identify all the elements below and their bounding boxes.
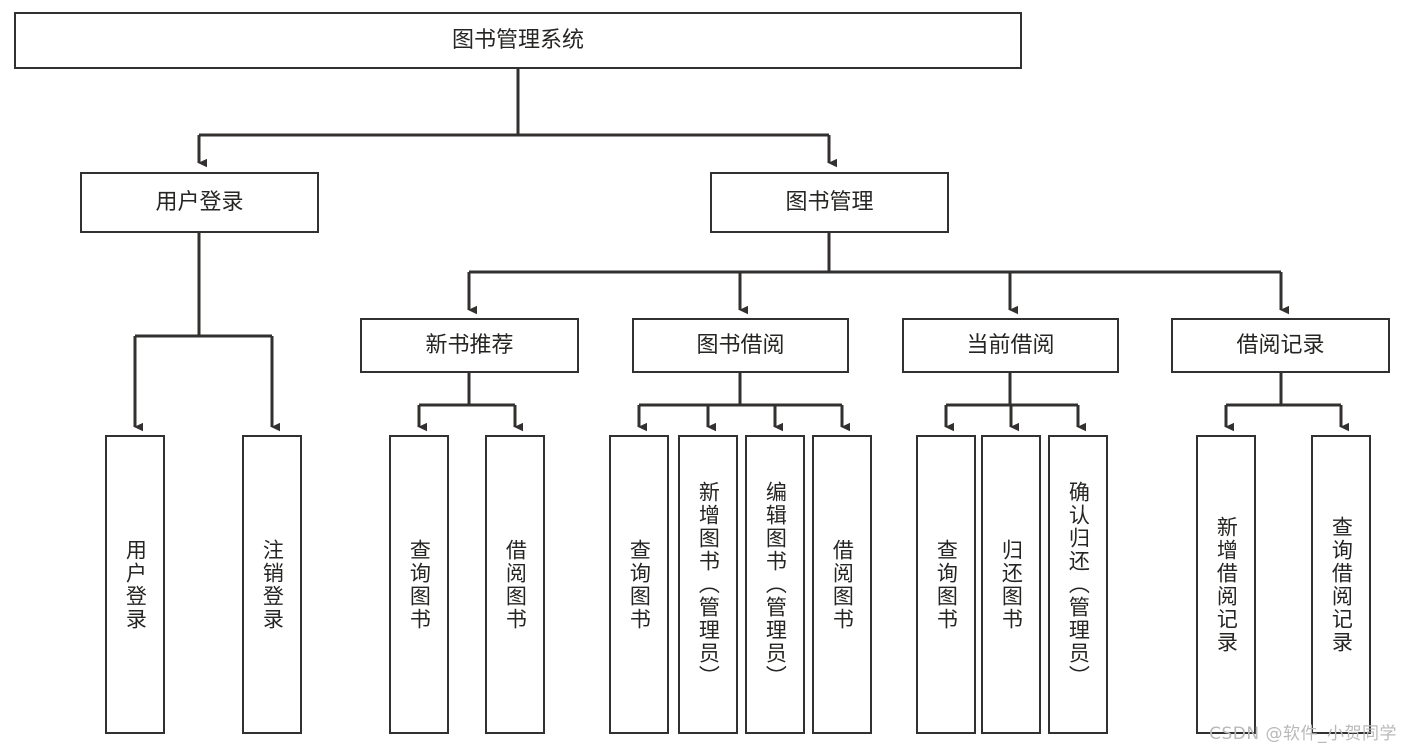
node-leaf-query-book-current-label: 查询图书 xyxy=(934,538,959,631)
node-leaf-add-book-admin-label: 新增图书（管理员） xyxy=(696,481,721,688)
node-leaf-user-login[interactable]: 用户登录 xyxy=(105,435,165,734)
node-leaf-query-book-current[interactable]: 查询图书 xyxy=(916,435,976,734)
node-root-label: 图书管理系统 xyxy=(451,27,584,53)
node-current-borrow[interactable]: 当前借阅 xyxy=(902,318,1119,373)
node-book-borrow[interactable]: 图书借阅 xyxy=(632,318,849,373)
node-current-borrow-label: 当前借阅 xyxy=(966,332,1055,358)
watermark: CSDN @软件_小贺同学 xyxy=(1209,724,1397,744)
node-borrow-record[interactable]: 借阅记录 xyxy=(1171,318,1390,373)
node-leaf-return-book[interactable]: 归还图书 xyxy=(981,435,1041,734)
node-leaf-confirm-return-admin-label: 确认归还（管理员） xyxy=(1066,481,1091,688)
node-new-book-recommend[interactable]: 新书推荐 xyxy=(360,318,579,373)
node-leaf-add-book-admin[interactable]: 新增图书（管理员） xyxy=(678,435,738,734)
node-leaf-edit-book-admin[interactable]: 编辑图书（管理员） xyxy=(745,435,805,734)
node-leaf-borrow-book[interactable]: 借阅图书 xyxy=(812,435,872,734)
node-root[interactable]: 图书管理系统 xyxy=(14,12,1022,69)
node-leaf-query-book[interactable]: 查询图书 xyxy=(609,435,669,734)
node-leaf-confirm-return-admin[interactable]: 确认归还（管理员） xyxy=(1048,435,1108,734)
node-user-login-label: 用户登录 xyxy=(155,189,244,215)
node-leaf-edit-book-admin-label: 编辑图书（管理员） xyxy=(763,481,788,688)
node-borrow-record-label: 借阅记录 xyxy=(1236,332,1325,358)
node-leaf-return-book-label: 归还图书 xyxy=(999,538,1024,631)
node-leaf-borrow-book-recommend[interactable]: 借阅图书 xyxy=(485,435,545,734)
node-leaf-user-logout[interactable]: 注销登录 xyxy=(242,435,302,734)
node-leaf-query-book-label: 查询图书 xyxy=(627,538,652,631)
node-leaf-query-book-recommend[interactable]: 查询图书 xyxy=(389,435,449,734)
node-leaf-query-book-recommend-label: 查询图书 xyxy=(407,538,432,631)
node-leaf-borrow-book-recommend-label: 借阅图书 xyxy=(503,538,528,631)
node-leaf-query-borrow-record-label: 查询借阅记录 xyxy=(1329,515,1354,654)
node-new-book-recommend-label: 新书推荐 xyxy=(425,332,514,358)
node-leaf-query-borrow-record[interactable]: 查询借阅记录 xyxy=(1311,435,1371,734)
node-leaf-borrow-book-label: 借阅图书 xyxy=(830,538,855,631)
node-leaf-user-login-label: 用户登录 xyxy=(123,538,148,631)
node-leaf-add-borrow-record-label: 新增借阅记录 xyxy=(1214,515,1239,654)
node-book-borrow-label: 图书借阅 xyxy=(696,332,785,358)
node-leaf-add-borrow-record[interactable]: 新增借阅记录 xyxy=(1196,435,1256,734)
node-user-login[interactable]: 用户登录 xyxy=(80,172,319,233)
node-leaf-user-logout-label: 注销登录 xyxy=(260,538,285,631)
node-book-management-label: 图书管理 xyxy=(785,189,874,215)
node-book-management[interactable]: 图书管理 xyxy=(710,172,949,233)
